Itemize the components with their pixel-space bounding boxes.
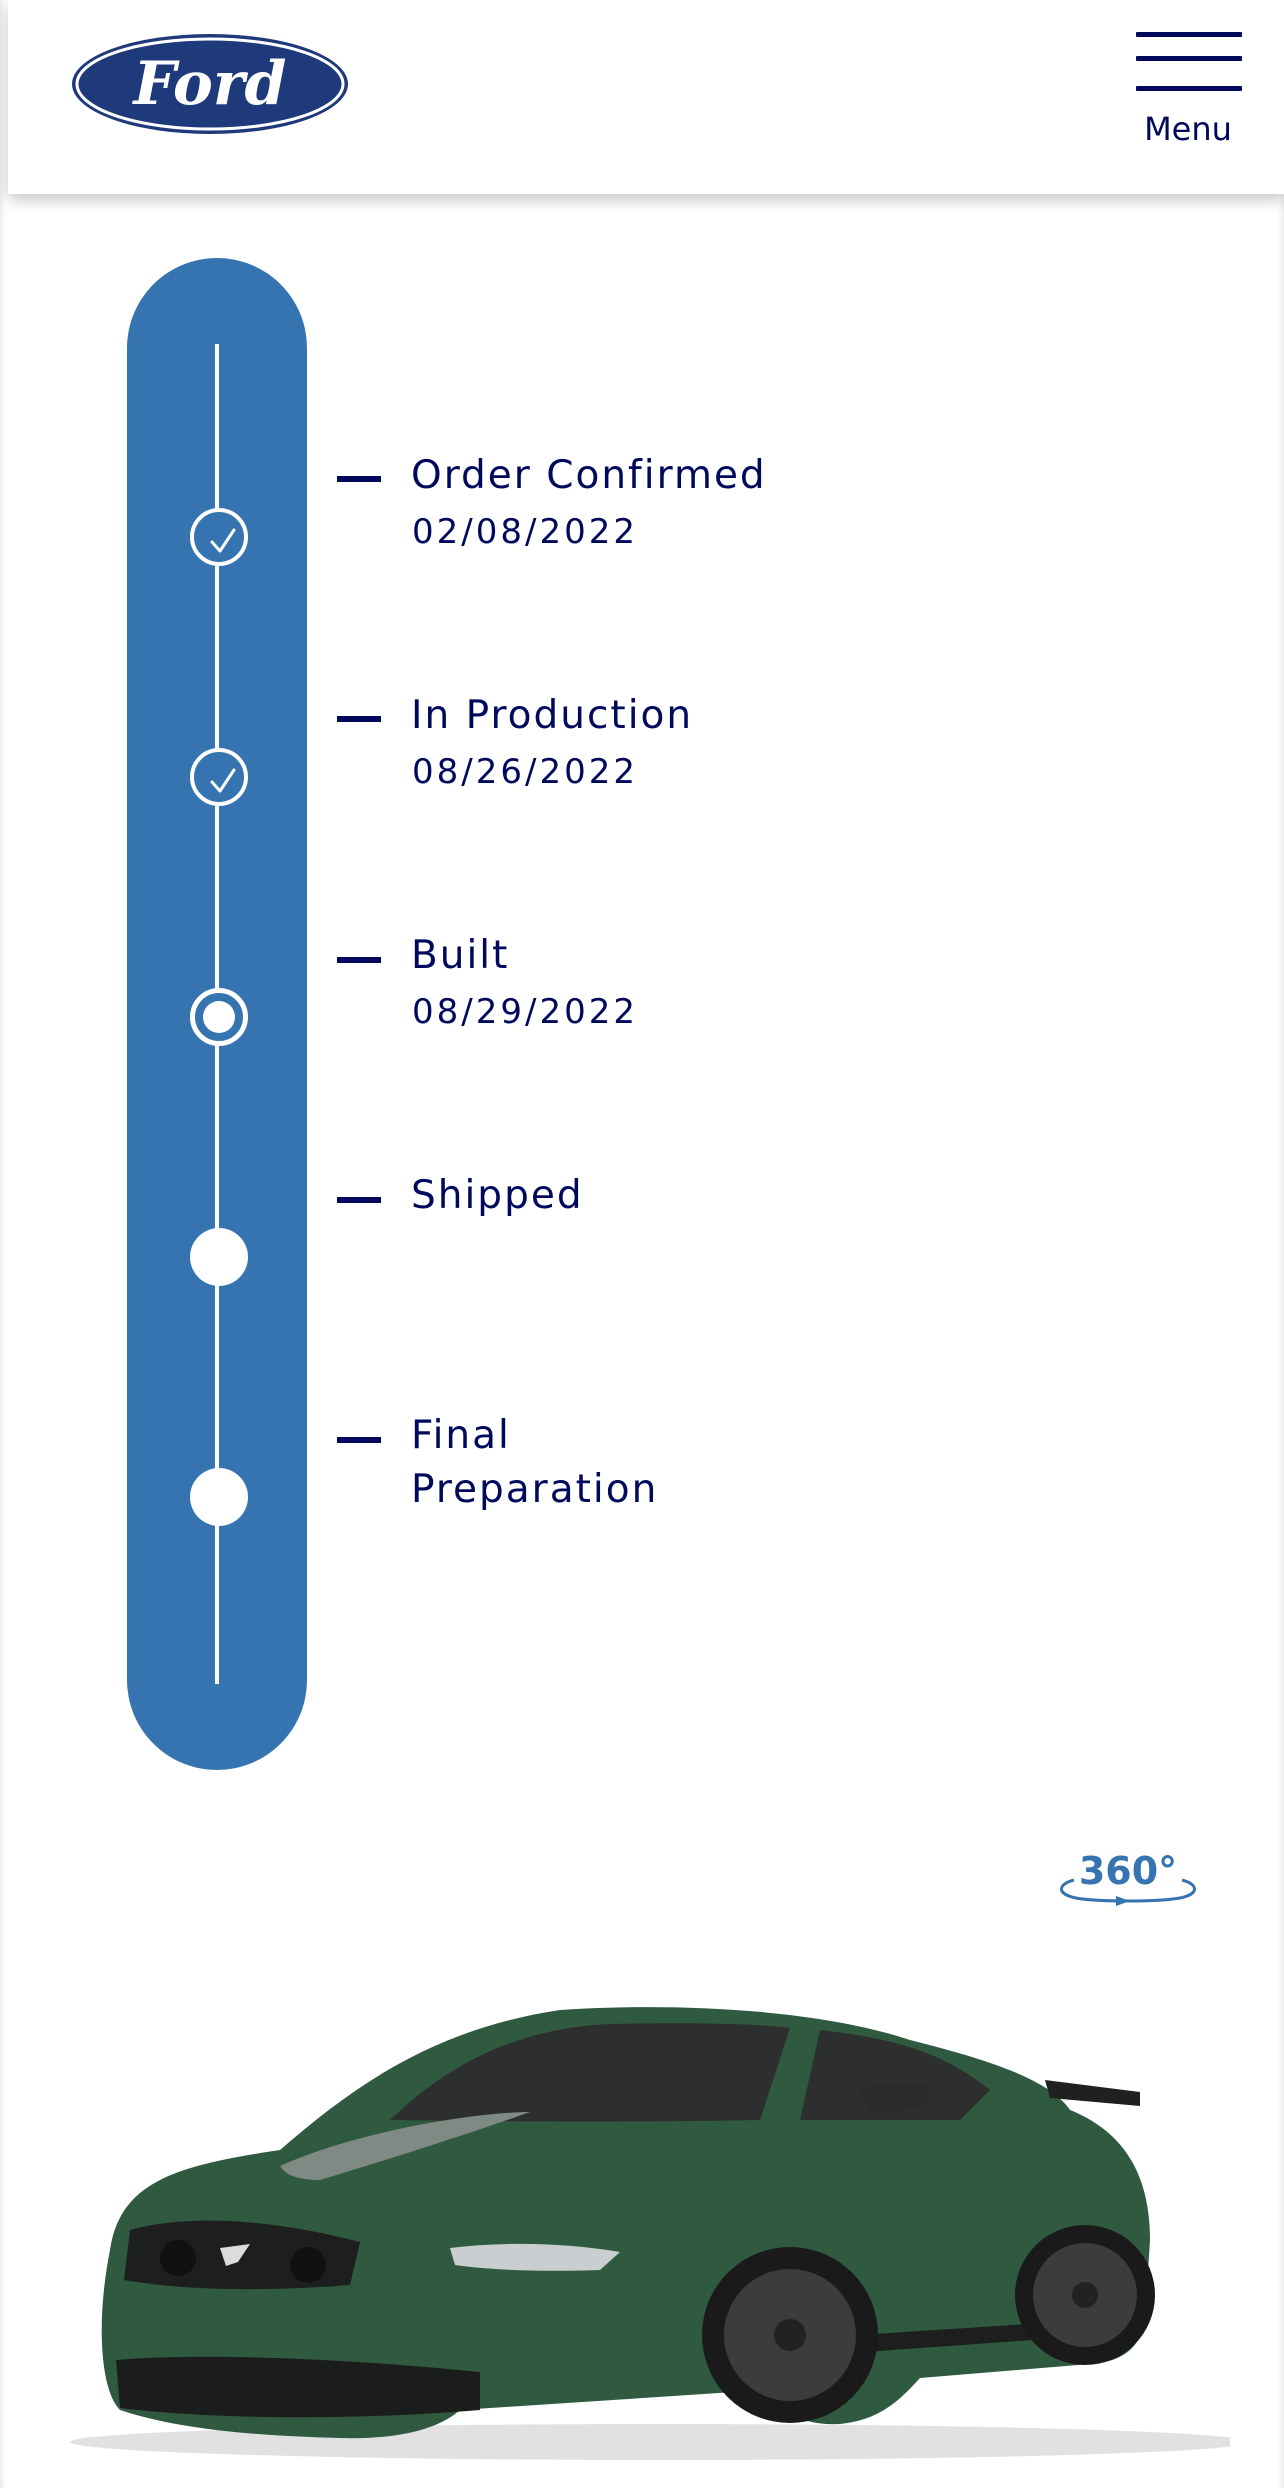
step-current-icon <box>190 988 248 1046</box>
step-final-preparation-label-line1: Final <box>411 1413 511 1458</box>
ford-logo-text: Ford <box>132 49 287 119</box>
step-order-confirmed-label: Order Confirmed <box>411 453 767 498</box>
hamburger-icon-bar-middle <box>1136 56 1242 61</box>
step-order-confirmed-date: 02/08/2022 <box>412 512 638 552</box>
step-dash <box>337 476 381 482</box>
current-dot-icon <box>203 1001 235 1033</box>
site-header: Ford Menu <box>8 0 1284 194</box>
step-in-production-label: In Production <box>411 693 694 738</box>
step-dash <box>337 957 381 963</box>
menu-label: Menu <box>1144 110 1232 148</box>
step-pending-dot-icon <box>190 1468 248 1526</box>
step-built-date: 08/29/2022 <box>412 992 638 1032</box>
step-in-production-date: 08/26/2022 <box>412 752 638 792</box>
view-360-button[interactable]: 360° <box>1054 1846 1202 1906</box>
hamburger-icon-bar-top <box>1136 32 1242 37</box>
check-icon <box>210 528 236 553</box>
ford-logo[interactable]: Ford <box>66 28 354 140</box>
hamburger-icon-bar-bottom <box>1136 86 1242 91</box>
menu-button[interactable]: Menu <box>1124 28 1252 158</box>
step-shipped-label: Shipped <box>411 1173 584 1218</box>
car-image <box>70 2007 1230 2460</box>
rotate-arrow-icon <box>1116 1896 1130 1906</box>
step-pending-dot-icon <box>190 1228 248 1286</box>
check-icon <box>210 768 236 793</box>
step-dash <box>337 716 381 722</box>
view-360-label: 360° <box>1079 1849 1177 1893</box>
step-complete-check-icon <box>190 508 248 566</box>
step-final-preparation-label-line2: Preparation <box>411 1467 659 1512</box>
step-built-label: Built <box>411 933 510 978</box>
step-dash <box>337 1437 381 1443</box>
step-dash <box>337 1197 381 1203</box>
step-complete-check-icon <box>190 748 248 806</box>
